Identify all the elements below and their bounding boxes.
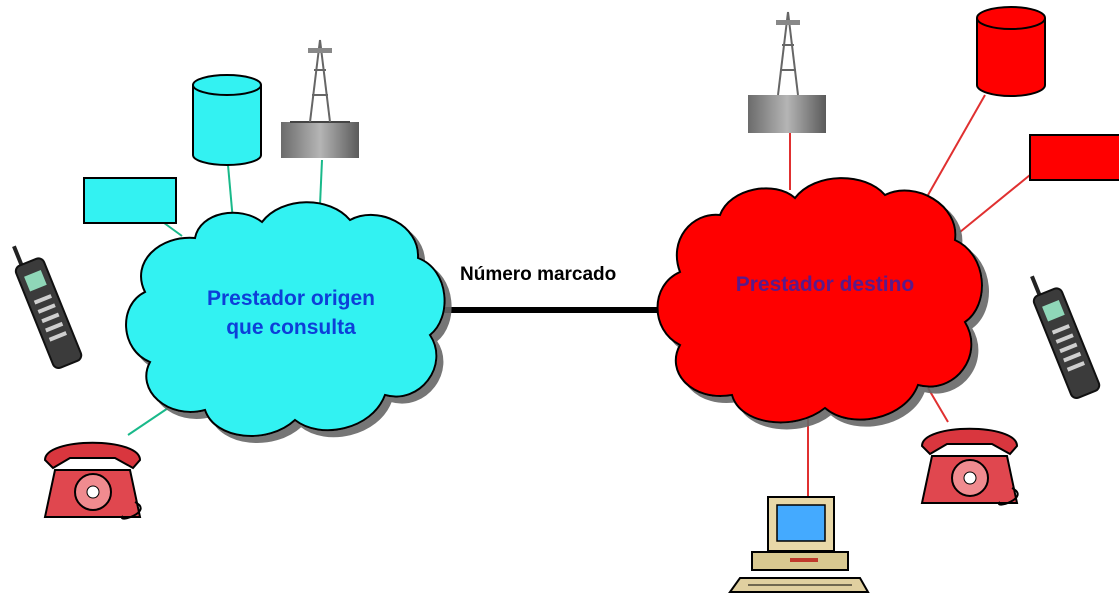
link-destination-server [959, 174, 1031, 233]
link-destination-landline [927, 387, 949, 423]
cell-tower-icon [748, 11, 826, 133]
mobile-phone-icon [12, 245, 83, 370]
origin-cloud-label-line2: que consulta [226, 316, 356, 339]
destination-cloud [656, 177, 983, 424]
origin-cloud-label-line1: Prestador origen [207, 287, 375, 310]
dialed-number-label: Número marcado [460, 264, 616, 285]
database-cylinder-icon [976, 6, 1046, 97]
link-destination-database [927, 94, 986, 196]
link-origin-tower [319, 159, 323, 206]
destination-cloud-label: Prestador destino [736, 273, 915, 296]
server-box-icon [83, 177, 177, 224]
rotary-telephone-icon [920, 427, 1019, 506]
mobile-phone-icon [1030, 275, 1101, 400]
database-cylinder-icon [192, 74, 262, 166]
origin-cloud [125, 201, 446, 437]
rotary-telephone-icon [43, 441, 142, 520]
cell-tower-icon [281, 39, 359, 158]
destination-links [789, 94, 1031, 500]
server-box-icon [1029, 134, 1119, 181]
desktop-computer-icon [728, 496, 870, 593]
